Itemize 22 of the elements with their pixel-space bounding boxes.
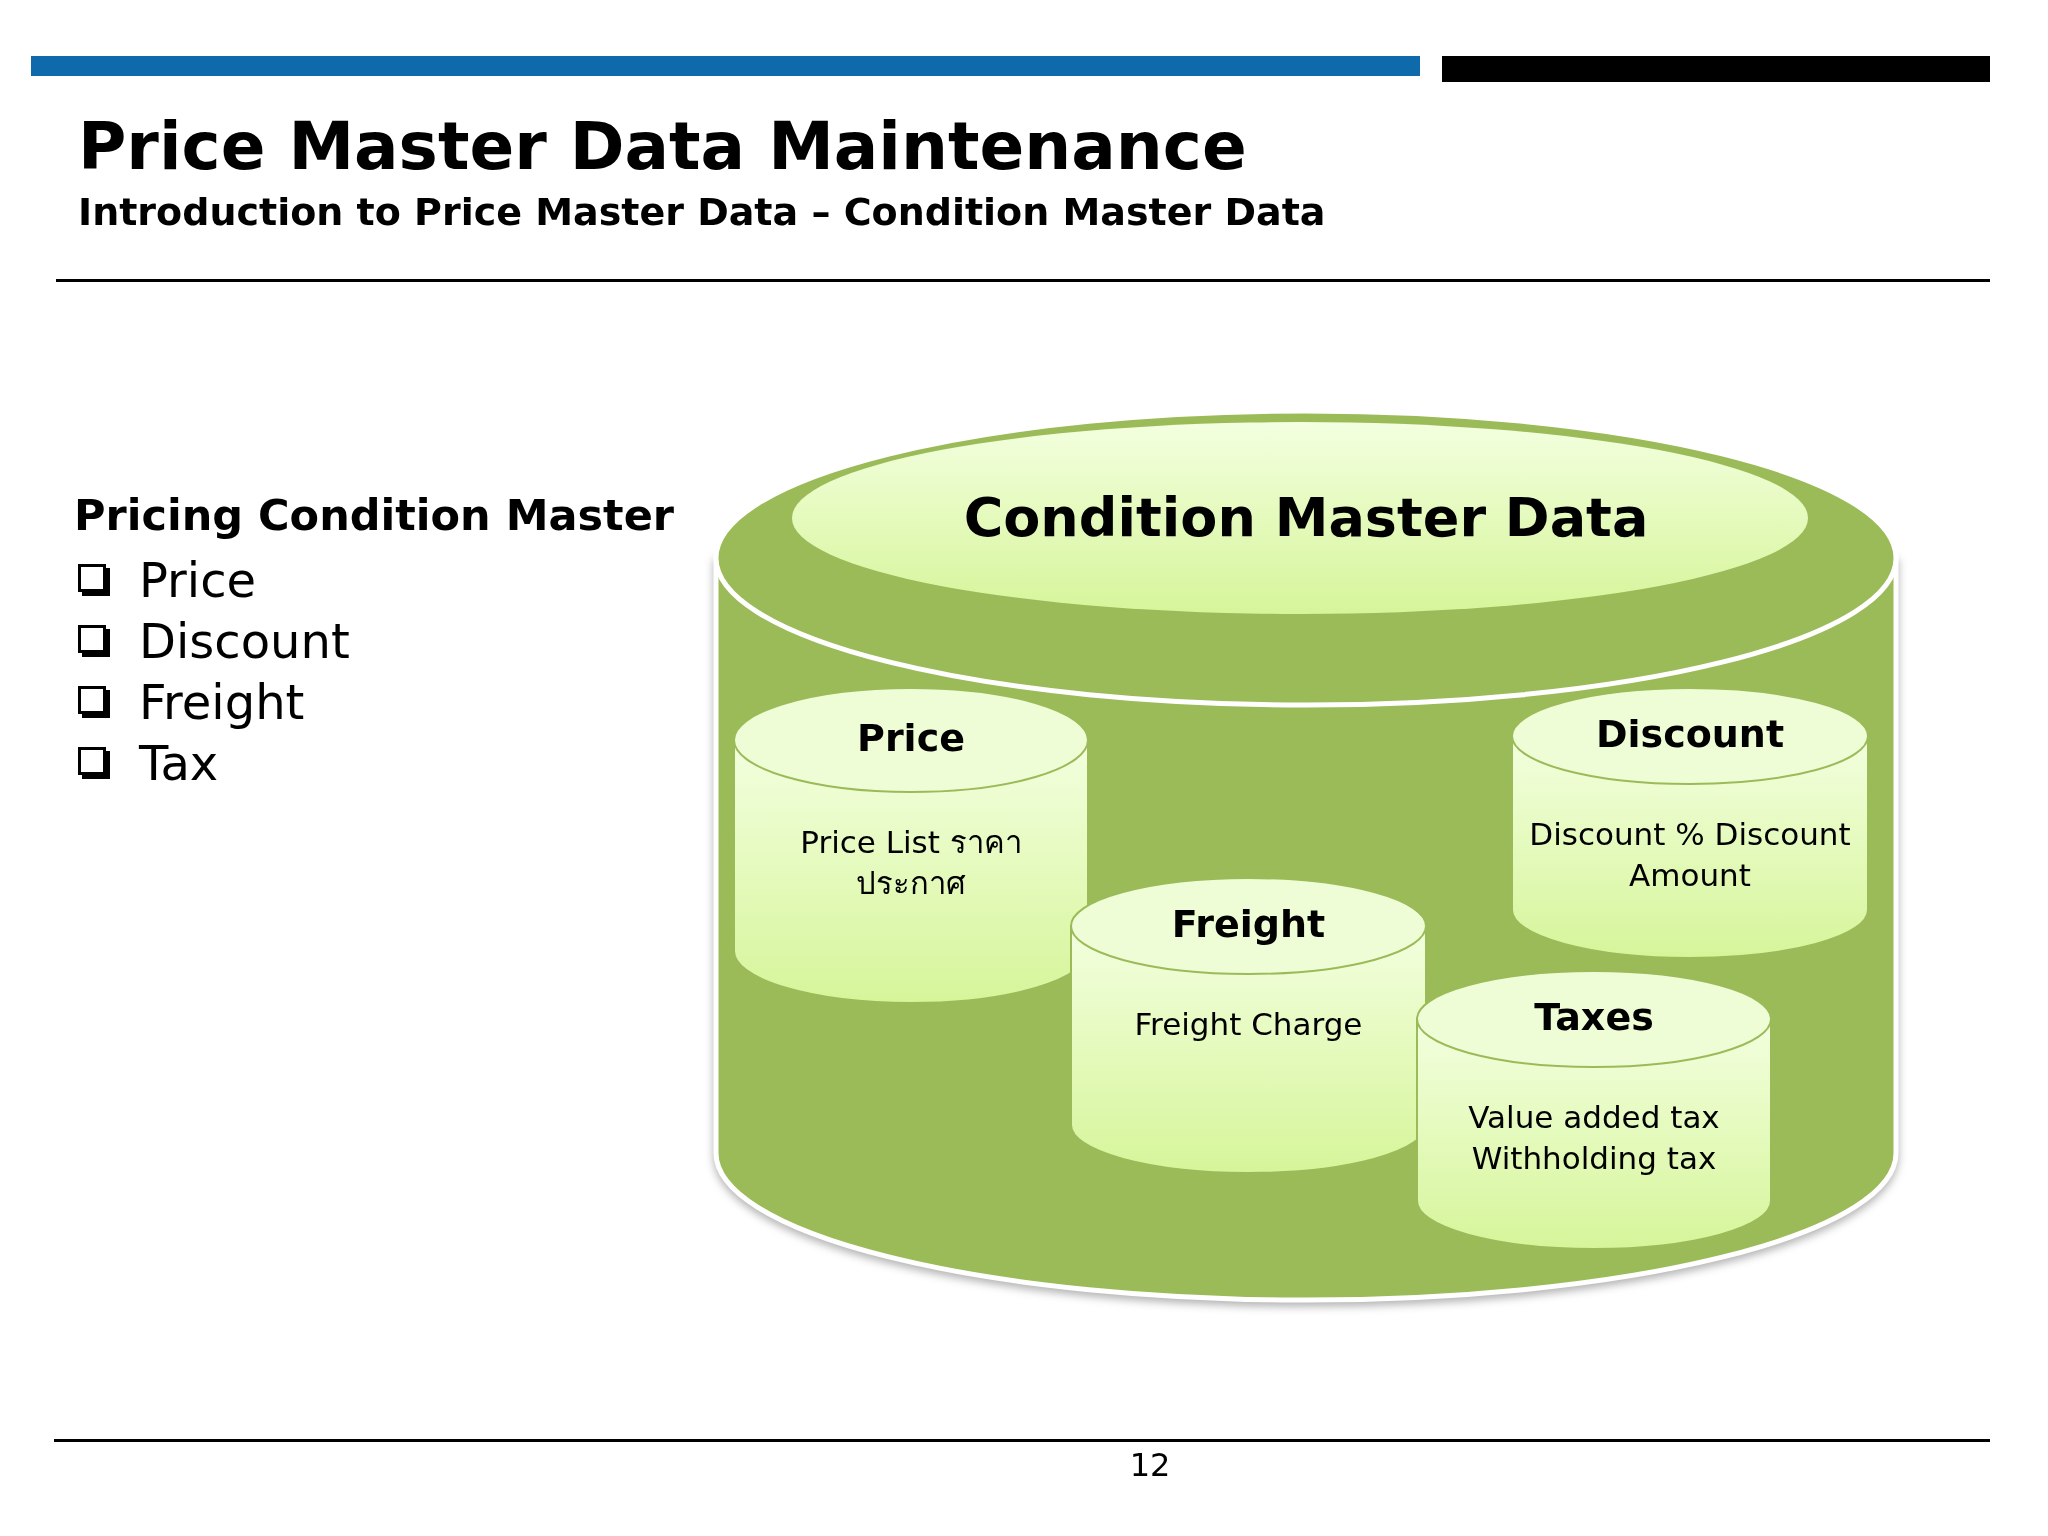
page-number: 12 <box>1128 1446 1172 1484</box>
cylinder-title: Discount <box>1594 711 1786 758</box>
slide-title: Price Master Data Maintenance <box>78 108 1247 185</box>
list-item: Discount <box>139 613 350 669</box>
cylinder-text: Freight Charge <box>1133 1005 1364 1044</box>
cylinder-text: Price List ราคาประกาศ <box>799 823 1023 903</box>
list-item: Price <box>139 552 257 608</box>
cylinder-text: Discount % Discount Amount <box>1528 815 1852 895</box>
cylinder-title: Condition Master Data <box>962 486 1650 549</box>
cylinder-title: Taxes <box>1533 994 1655 1041</box>
cylinder-text: Value added tax Withholding tax <box>1467 1098 1721 1178</box>
database-cylinder <box>1071 878 1426 1173</box>
list-item: Tax <box>139 735 219 791</box>
list-heading: Pricing Condition Master <box>74 490 675 540</box>
database-cylinder <box>716 411 1896 1300</box>
cylinder-title: Freight <box>1170 901 1327 948</box>
database-cylinder <box>1512 688 1868 958</box>
database-cylinder <box>1417 971 1771 1249</box>
cylinder-title: Price <box>856 715 966 762</box>
slide-subtitle: Introduction to Price Master Data – Condition Master Data <box>78 190 1326 234</box>
database-cylinder <box>734 688 1088 1003</box>
list-item: Freight <box>139 674 305 730</box>
